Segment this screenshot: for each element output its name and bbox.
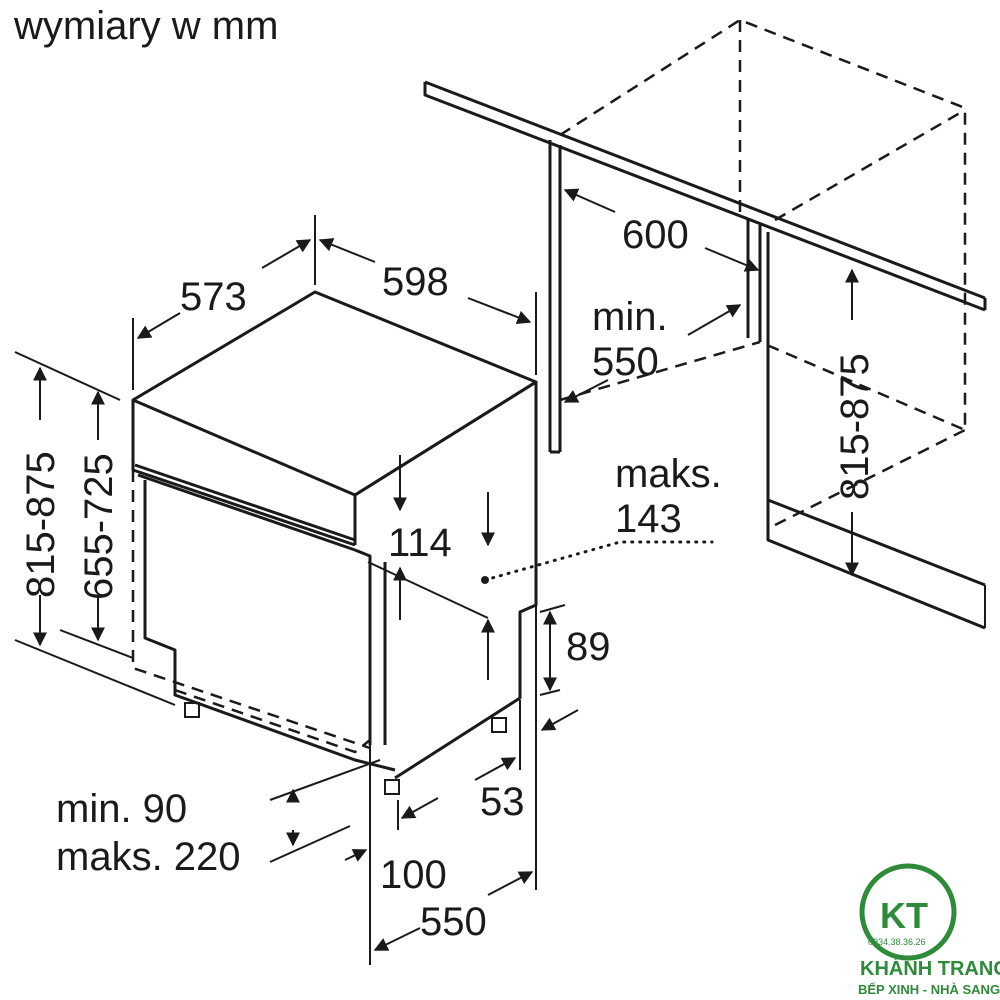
kitchen-niche (423, 18, 987, 630)
dim-niche-min-label: min. (592, 295, 668, 339)
brand-logo: KT 0934.38.36.26 KHÁNH TRANG HOME BẾP XI… (858, 863, 1000, 997)
diagram-title: wymiary w mm (14, 4, 279, 48)
logo-slogan: BẾP XINH - NHÀ SANG (858, 982, 1000, 997)
dim-panel-max-143: 143 (615, 497, 682, 541)
logo-monogram-icon: KT (880, 895, 928, 936)
dim-plinth-min: min. 90 (56, 787, 187, 831)
dim-598: 598 (382, 260, 449, 304)
dim-573: 573 (180, 275, 247, 319)
logo-ring (859, 863, 957, 961)
dim-89: 89 (566, 625, 611, 669)
dim-114: 114 (388, 521, 452, 565)
dim-100: 100 (380, 853, 447, 897)
logo-brand: KHÁNH TRANG HOME (860, 957, 1000, 980)
logo-phone: 0934.38.36.26 (868, 937, 926, 947)
dim-plinth-max: maks. 220 (56, 835, 241, 879)
dimension-lines (14, 188, 859, 965)
dim-600: 600 (622, 213, 689, 257)
dim-550-bottom: 550 (420, 900, 487, 944)
dim-niche-min-550: 550 (592, 340, 659, 384)
dim-niche-height: 815-875 (833, 353, 877, 500)
dim-53: 53 (480, 780, 525, 824)
dim-left-height: 815-875 (19, 451, 63, 598)
dishwasher-body (131, 290, 538, 795)
dim-left-height-inner: 655-725 (77, 453, 121, 600)
dim-panel-max-label: maks. (615, 452, 722, 496)
